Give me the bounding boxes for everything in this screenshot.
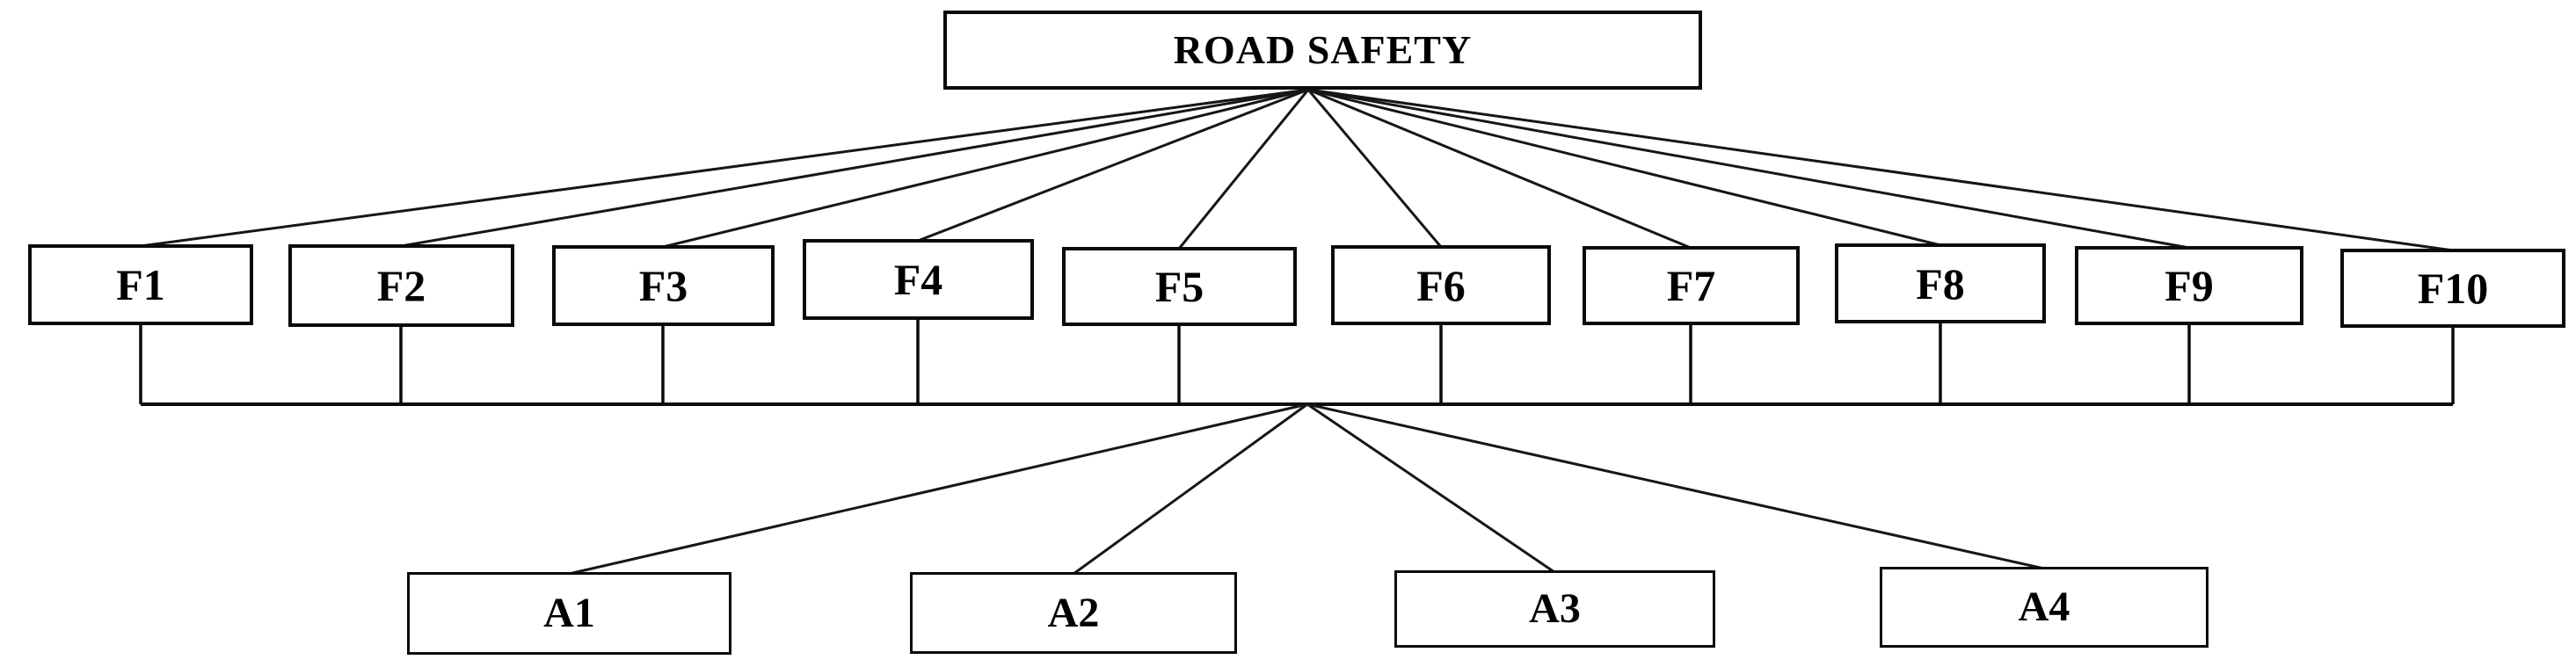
edge-root-f9 <box>1307 88 2190 250</box>
node-f9: F9 <box>2075 246 2303 325</box>
edge-root-f8 <box>1307 88 1941 247</box>
node-a3-label: A3 <box>1529 585 1581 632</box>
node-f3: F3 <box>552 245 775 326</box>
edge-root-f5 <box>1177 89 1310 250</box>
node-f4-label: F4 <box>893 255 943 304</box>
node-a1-label: A1 <box>543 590 595 636</box>
node-road-safety-label: ROAD SAFETY <box>1173 27 1473 72</box>
node-f1: F1 <box>28 244 253 325</box>
edge-root-f2 <box>400 88 1309 248</box>
node-a1: A1 <box>407 572 731 655</box>
node-road-safety: ROAD SAFETY <box>943 11 1702 90</box>
node-f8: F8 <box>1835 243 2046 323</box>
node-f2: F2 <box>288 244 514 327</box>
node-f3-label: F3 <box>638 261 688 310</box>
node-f8-label: F8 <box>1916 258 1965 308</box>
edge-root-f10 <box>1307 88 2454 252</box>
node-a4: A4 <box>1880 567 2209 648</box>
node-f7: F7 <box>1583 246 1800 325</box>
edge-bus-a1 <box>568 402 1308 576</box>
node-f6-label: F6 <box>1416 260 1466 310</box>
node-f4: F4 <box>803 239 1034 320</box>
node-f5: F5 <box>1062 247 1297 326</box>
node-f1-label: F1 <box>116 260 165 309</box>
edge-root-f4 <box>917 88 1309 243</box>
node-f2-label: F2 <box>376 261 426 310</box>
node-f5-label: F5 <box>1154 262 1204 311</box>
edge-bus-a2 <box>1073 402 1308 576</box>
node-a2: A2 <box>910 572 1237 654</box>
node-f10: F10 <box>2340 249 2565 328</box>
node-f6: F6 <box>1331 245 1551 325</box>
edge-root-f3 <box>662 88 1309 249</box>
node-a2-label: A2 <box>1047 589 1100 636</box>
edge-bus-a3 <box>1306 402 1555 574</box>
node-f10-label: F10 <box>2417 264 2489 313</box>
node-a3: A3 <box>1394 570 1715 648</box>
node-f7-label: F7 <box>1666 261 1716 310</box>
node-a4-label: A4 <box>2018 584 2070 630</box>
node-f9-label: F9 <box>2165 261 2214 310</box>
edge-root-f1 <box>140 88 1309 248</box>
edge-root-f6 <box>1306 89 1443 248</box>
edge-root-f7 <box>1307 88 1692 250</box>
edge-bus-a4 <box>1306 402 2045 570</box>
